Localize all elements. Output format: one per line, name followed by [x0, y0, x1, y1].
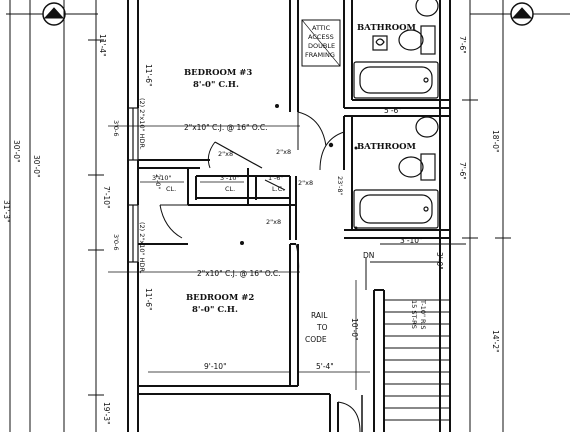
dim-closet-depth: 2'-0": [154, 174, 162, 189]
rail-note-3: CODE: [305, 335, 327, 344]
lower-bath-fixtures: [353, 116, 439, 229]
attic-note-3: DOUBLE: [308, 42, 335, 50]
bath-upper-name: BATHROOM: [357, 23, 417, 33]
closet-block: [187, 168, 297, 240]
dim-overall-left-2: 30'-0": [32, 155, 41, 178]
dim-opening-lower: 3'0-6: [112, 234, 120, 251]
stairs-risers-1: 15 ST-RS: [410, 300, 418, 329]
bedroom3-walls: [138, 0, 299, 169]
door-swing-bedroom3: [297, 111, 327, 147]
dim-right-7-6: 7'-6": [458, 162, 467, 180]
joist-top: 2"x10" C.J. @ 16" O.C.: [184, 123, 268, 132]
dim-right-7-6-top: 7'-6": [458, 36, 467, 54]
stairs: [365, 238, 451, 432]
bedroom3-name: BEDROOM #3: [184, 68, 252, 78]
dim-opening-upper: 3'0-6: [112, 120, 120, 137]
ceiling-joist-1: 2"x8: [276, 148, 291, 156]
joist-mid: 2"x10" C.J. @ 16" O.C.: [197, 269, 281, 278]
dim-overall-left-3: 31'-3": [2, 200, 11, 223]
window-upper: [127, 107, 139, 161]
attic-note-4: FRAMING: [305, 51, 335, 59]
dim-11-6-low: 11'-6": [144, 288, 153, 311]
stairs-down: DN: [363, 251, 374, 260]
bedroom2-name: BEDROOM #2: [186, 293, 254, 303]
dim-hall-3-10: 3'-10": [400, 236, 423, 245]
closet-door-left: [214, 141, 263, 169]
section-marker-left: [6, 2, 98, 26]
dim-hall-3-0: 3'-0": [435, 252, 444, 270]
dim-right-14-2: 14'-2": [491, 330, 500, 353]
header-upper: (2) 2"x10" HDR.: [138, 98, 146, 150]
closet-b-name: CL.: [225, 185, 235, 193]
stairs-risers-2: T-10" R.S: [419, 299, 427, 330]
section-marker-right: [470, 2, 570, 26]
dim-closet-w2: 3'-10": [220, 174, 240, 182]
dim-hall-5-4: 5'-4": [316, 362, 334, 371]
upper-bath-fixtures: [353, 0, 439, 99]
bedroom2-walls: [138, 243, 299, 395]
ceiling-joist-3: 2"x8: [266, 218, 281, 226]
dim-7-10: 7'-10": [102, 186, 111, 209]
linen-door: [264, 179, 286, 191]
closet-a-name: CL.: [166, 185, 176, 193]
left-dimension-lines: [9, 0, 104, 432]
rail-note-1: RAIL: [311, 311, 328, 320]
window-lower: [127, 204, 139, 263]
attic-note-2: ACCESS: [308, 33, 334, 41]
ceiling-joist-4: 2"x8: [298, 179, 313, 187]
bedroom2-ceiling: 8'-0" C.H.: [192, 305, 238, 315]
bathroom-walls: [343, 0, 451, 239]
bath-lower-name: BATHROOM: [357, 142, 417, 152]
bedroom3-ceiling: 8'-0" C.H.: [193, 80, 239, 90]
dim-corr-23-8: 23'-8": [336, 176, 344, 196]
dim-19-3: 19'-3": [102, 402, 111, 425]
attic-access: [301, 19, 341, 67]
dim-linen-w: 1'-6": [268, 174, 283, 182]
interior-dimension-lines: [108, 125, 370, 390]
door-swing-bedroom2: [159, 204, 183, 239]
ceiling-joist-2: 2"x8: [218, 150, 233, 158]
dim-bath-width: 5'-6": [384, 106, 402, 115]
hallway-walls: [298, 393, 339, 432]
linen-name: L.C.: [272, 185, 284, 193]
dim-overall-left: 30'-0": [12, 140, 21, 163]
header-lower: (2) 2"x10" HDR.: [138, 222, 146, 274]
dim-closet-w1: 3'-10": [152, 174, 172, 182]
attic-note-1: ATTIC: [312, 24, 331, 32]
door-swing-bath: [319, 131, 345, 171]
door-swing-hall: [337, 401, 361, 432]
dim-hall-10-0: 10'-0": [350, 318, 359, 341]
dim-bed-9-10: 9'-10": [204, 362, 227, 371]
dim-11-6-top: 11'-6": [144, 64, 153, 87]
rail-note-2: TO: [316, 323, 328, 332]
dim-11-4: 11'-4": [98, 34, 107, 57]
right-dimension-lines: [356, 0, 511, 432]
dim-right-18-0: 18'-0": [491, 130, 500, 153]
